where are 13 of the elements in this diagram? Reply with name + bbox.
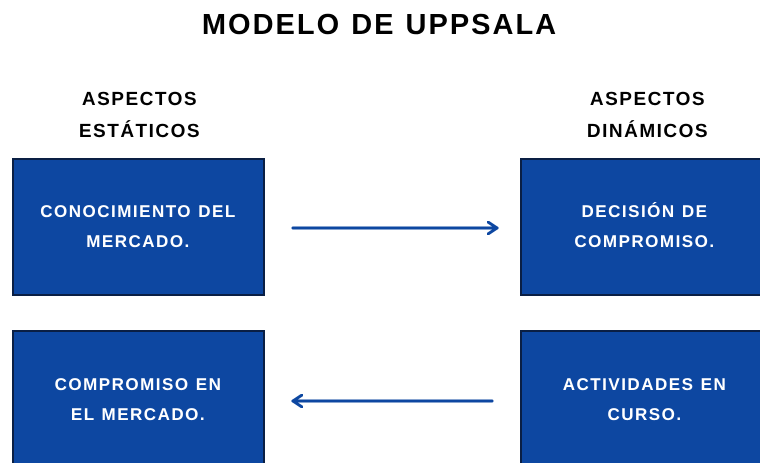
process-box: [12, 158, 265, 296]
box-text: DECISIÓN DE COMPROMISO.: [573, 201, 717, 253]
process-box: [12, 330, 265, 463]
process-box: [520, 330, 760, 463]
process-box: [520, 158, 760, 296]
arrow: [292, 220, 498, 236]
column-heading: ASPECTOS ESTÁTICOS: [78, 88, 202, 144]
box-text: ACTIVIDADES EN CURSO.: [562, 374, 728, 426]
column-heading: ASPECTOS DINÁMICOS: [586, 88, 710, 144]
diagram-title: MODELO DE UPPSALA: [200, 8, 560, 43]
box-text: COMPROMISO EN EL MERCADO.: [54, 374, 224, 426]
arrow: [292, 394, 494, 408]
box-text: CONOCIMIENTO DEL MERCADO.: [39, 201, 238, 253]
